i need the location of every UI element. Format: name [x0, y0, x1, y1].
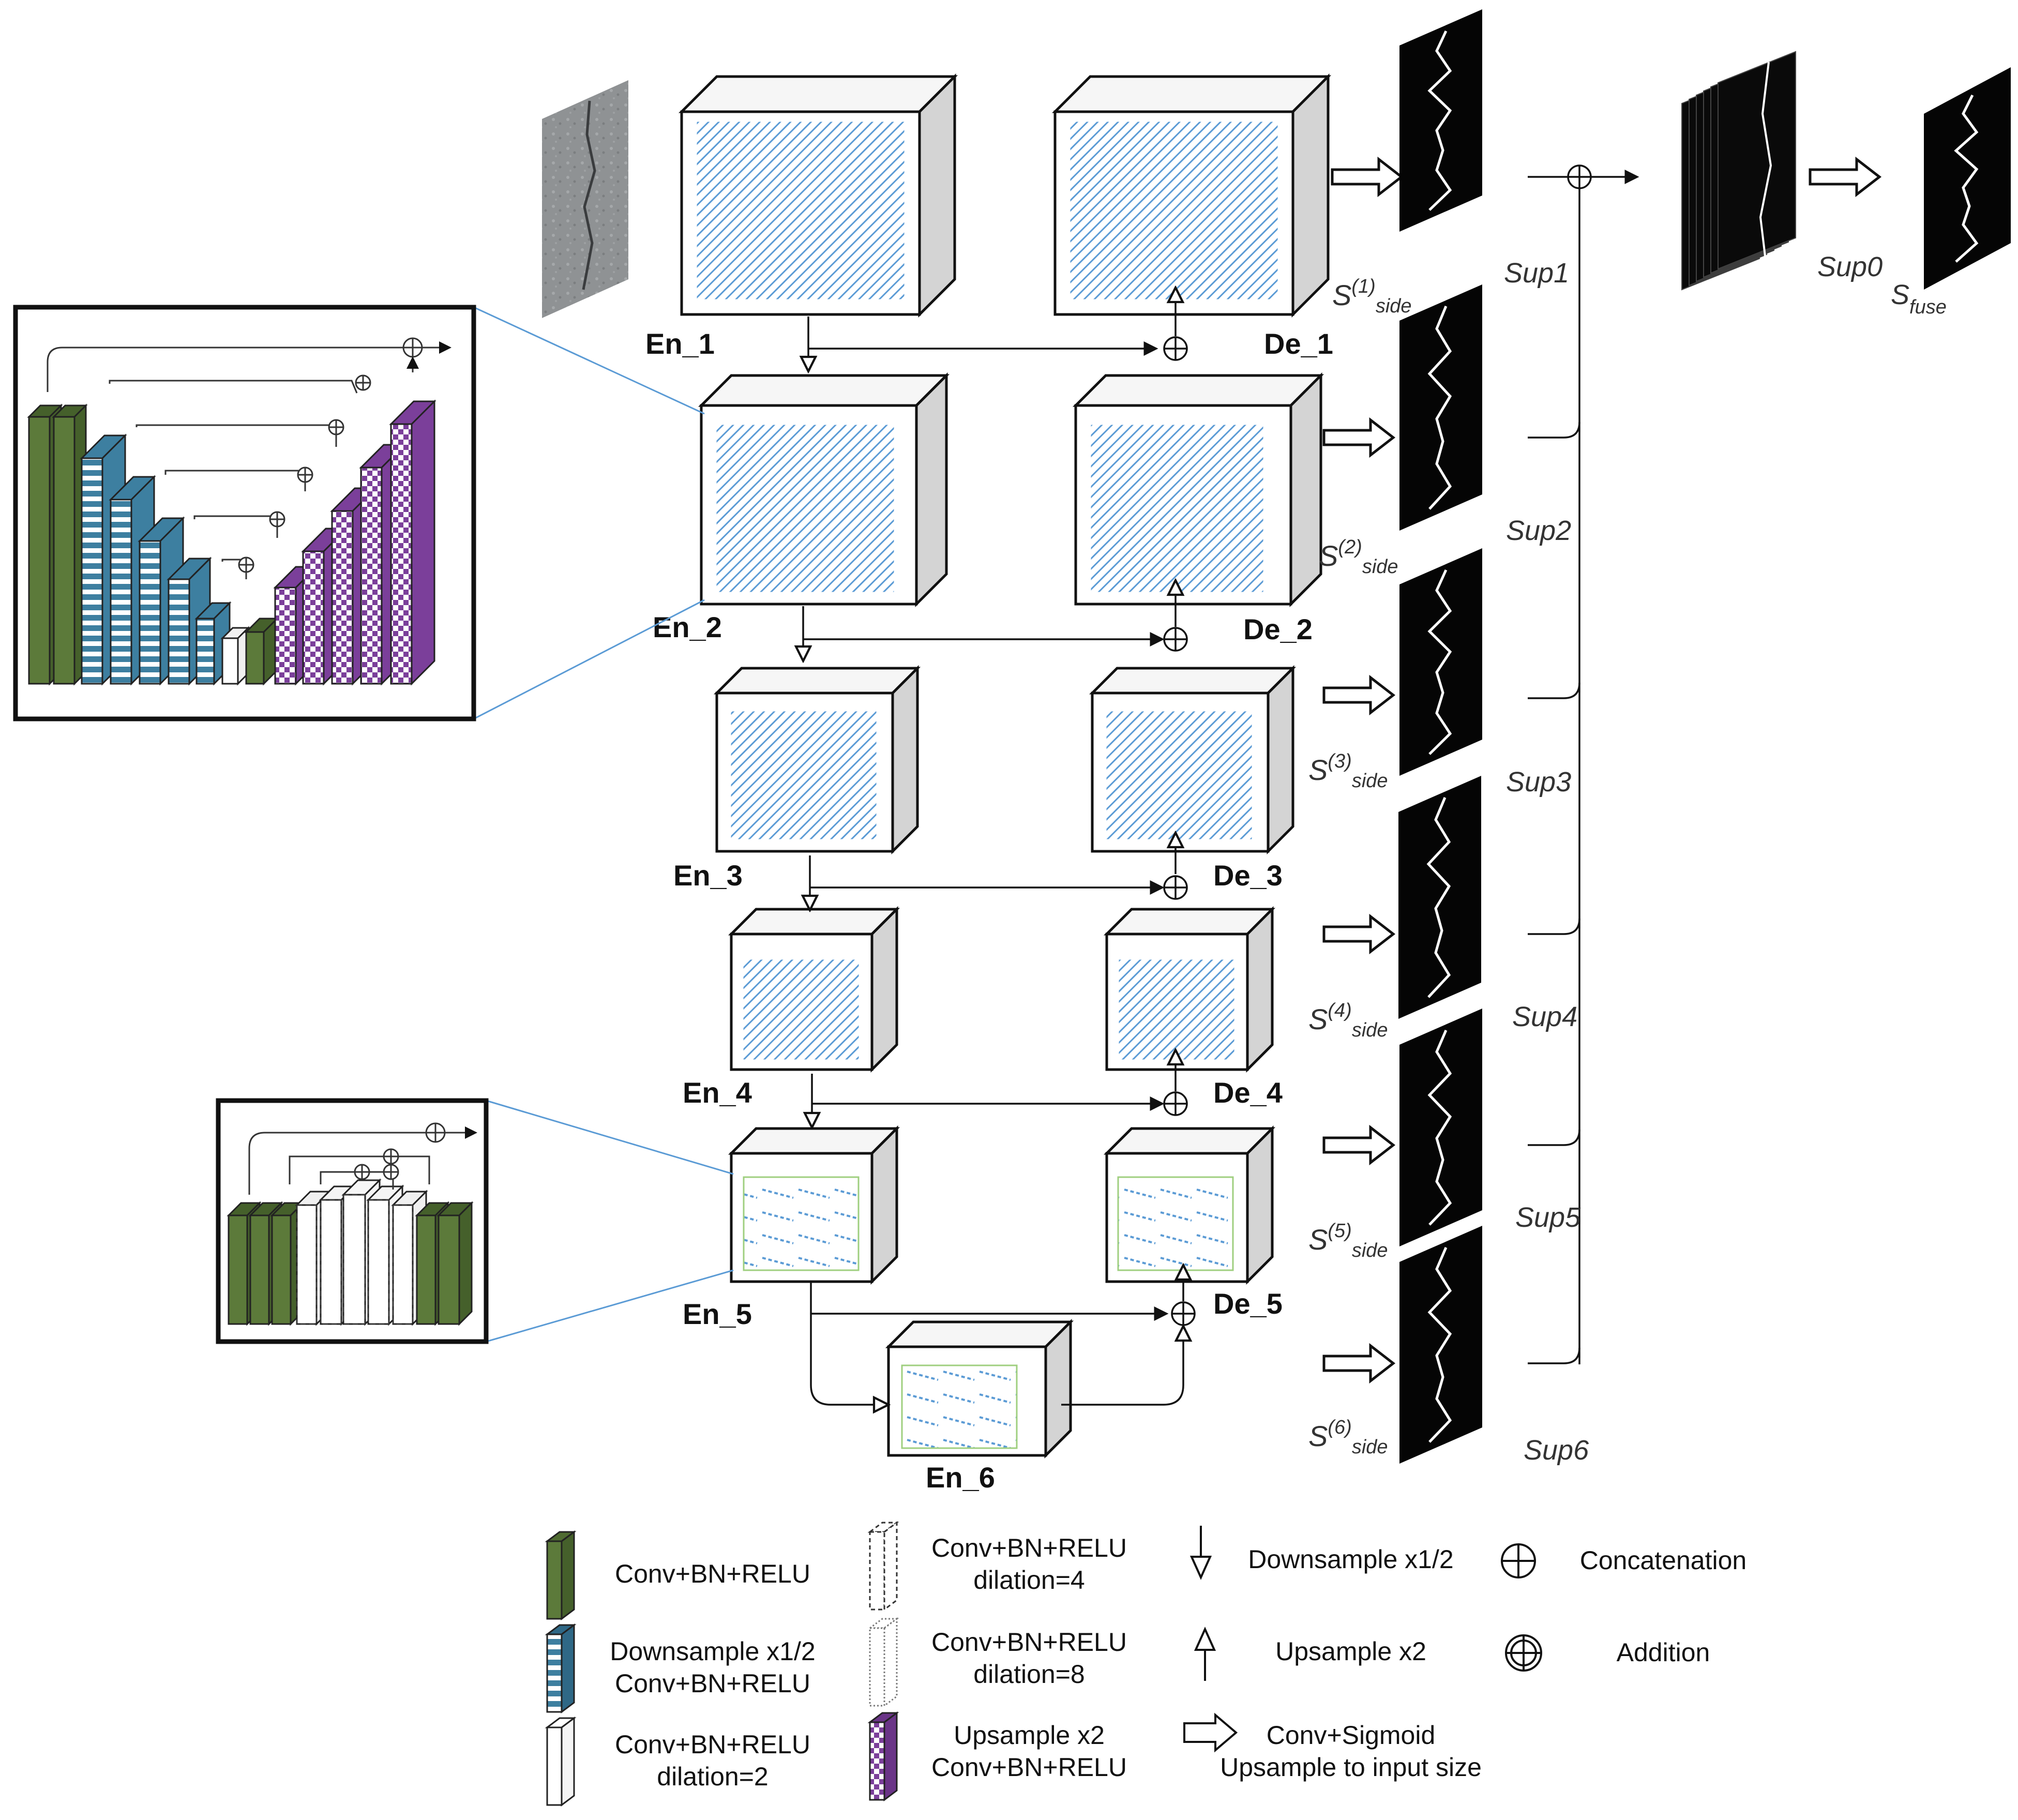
side-map-5 — [1399, 1009, 1482, 1246]
label-en-2: En_2 — [653, 611, 722, 643]
supervision-bus — [1528, 164, 1639, 1364]
fused-output — [1924, 67, 2011, 290]
legend-dil4-2: dilation=4 — [973, 1566, 1085, 1595]
block-de-2 — [1072, 372, 1324, 608]
legend-up-1: Upsample x2 — [954, 1721, 1105, 1750]
sup-label-5: Sup5 — [1515, 1202, 1581, 1233]
dilated-outline-1 — [296, 1204, 318, 1325]
side-arrow-3 — [1322, 674, 1396, 716]
label-en-3: En_3 — [673, 859, 743, 892]
sup-label-3: Sup3 — [1506, 766, 1571, 798]
sup-label-2: Sup2 — [1506, 515, 1571, 546]
legend-dil8-2: dilation=8 — [973, 1660, 1085, 1689]
legend-arrow-down: Downsample x1/2 — [1248, 1545, 1453, 1574]
block-en-3 — [713, 665, 921, 855]
label-de-3: De_3 — [1213, 859, 1283, 892]
legend-concat: Concatenation — [1580, 1546, 1746, 1575]
legend: Conv+BN+RELU Downsample x1/2 Conv+BN+REL… — [545, 1521, 1746, 1807]
legend-icon-dil2 — [545, 1717, 577, 1807]
label-de-4: De_4 — [1213, 1076, 1283, 1109]
legend-icon-dil8 — [867, 1617, 899, 1707]
stacked-maps — [1681, 51, 1796, 291]
block-en-5 — [728, 1125, 900, 1285]
legend-icon-dil4 — [867, 1521, 899, 1611]
legend-icon-down — [545, 1623, 577, 1713]
side-arrow-4 — [1322, 913, 1396, 955]
fuse-label: Sfuse — [1891, 279, 1947, 318]
label-de-5: De_5 — [1213, 1287, 1283, 1320]
rsu-layer-9 — [244, 616, 279, 686]
side-label-6: S(6)side — [1308, 1417, 1388, 1458]
label-de-1: De_1 — [1264, 327, 1333, 360]
legend-dil4-1: Conv+BN+RELU — [931, 1533, 1127, 1562]
block-en-1 — [678, 73, 958, 318]
block-en-2 — [698, 372, 950, 608]
legend-arrow-up: Upsample x2 — [1275, 1637, 1426, 1666]
side-label-4: S(4)side — [1308, 1000, 1388, 1041]
legend-addition: Addition — [1617, 1638, 1710, 1667]
rsu-layer-6 — [167, 556, 212, 686]
rsu-layer-14 — [389, 399, 436, 686]
dilated-outline-2 — [320, 1199, 342, 1325]
side-label-5: S(5)side — [1308, 1220, 1388, 1261]
side-arrow-5 — [1322, 1124, 1396, 1166]
dilated-inset — [216, 1098, 734, 1344]
label-en-6: En_6 — [926, 1461, 995, 1494]
sup-label-1: Sup1 — [1504, 258, 1569, 289]
legend-dil8-1: Conv+BN+RELU — [931, 1628, 1127, 1657]
side-label-1: S(1)side — [1332, 276, 1412, 317]
block-de-4 — [1103, 906, 1276, 1073]
legend-dil2-1: Conv+BN+RELU — [615, 1730, 810, 1759]
dilated-layer-10 — [436, 1201, 474, 1326]
label-de-2: De_2 — [1243, 613, 1313, 645]
sup-label-4: Sup4 — [1512, 1001, 1577, 1032]
side-map-6 — [1399, 1226, 1482, 1464]
side-arrow-1 — [1331, 156, 1404, 198]
legend-up-2: Conv+BN+RELU — [931, 1753, 1127, 1782]
side-map-3 — [1399, 548, 1482, 776]
rsu-inset — [13, 305, 705, 721]
legend-sig-1: Conv+Sigmoid — [1267, 1721, 1436, 1750]
fuse-arrow — [1809, 156, 1882, 198]
input-image — [542, 80, 628, 318]
side-arrow-2 — [1322, 417, 1396, 458]
label-en-1: En_1 — [645, 327, 715, 360]
block-en-4 — [728, 906, 900, 1073]
legend-icon-conv — [545, 1530, 577, 1620]
side-arrow-6 — [1322, 1343, 1396, 1384]
block-de-3 — [1089, 665, 1297, 855]
legend-icon-up — [867, 1711, 899, 1801]
sup-label-6: Sup6 — [1524, 1435, 1589, 1466]
legend-conv: Conv+BN+RELU — [615, 1559, 810, 1588]
block-de-5 — [1103, 1125, 1276, 1285]
dilated-outline-3 — [342, 1194, 366, 1325]
dilated-outline-5 — [392, 1204, 414, 1325]
side-map-2 — [1399, 284, 1482, 531]
rsu-layer-8 — [220, 626, 250, 686]
label-en-5: En_5 — [683, 1298, 752, 1330]
legend-sig-2: Upsample to input size — [1220, 1753, 1482, 1782]
legend-dil2-2: dilation=2 — [657, 1762, 768, 1791]
block-en-6 — [885, 1318, 1074, 1459]
dilated-outline-4 — [367, 1199, 390, 1325]
sup0-label: Sup0 — [1817, 251, 1883, 282]
legend-down-1: Downsample x1/2 — [610, 1637, 815, 1666]
side-label-2: S(2)side — [1319, 536, 1398, 578]
block-de-1 — [1051, 73, 1332, 318]
side-map-1 — [1399, 9, 1482, 232]
label-en-4: En_4 — [683, 1076, 752, 1109]
side-label-3: S(3)side — [1308, 750, 1388, 792]
legend-down-2: Conv+BN+RELU — [615, 1669, 810, 1698]
side-map-4 — [1398, 776, 1481, 1019]
